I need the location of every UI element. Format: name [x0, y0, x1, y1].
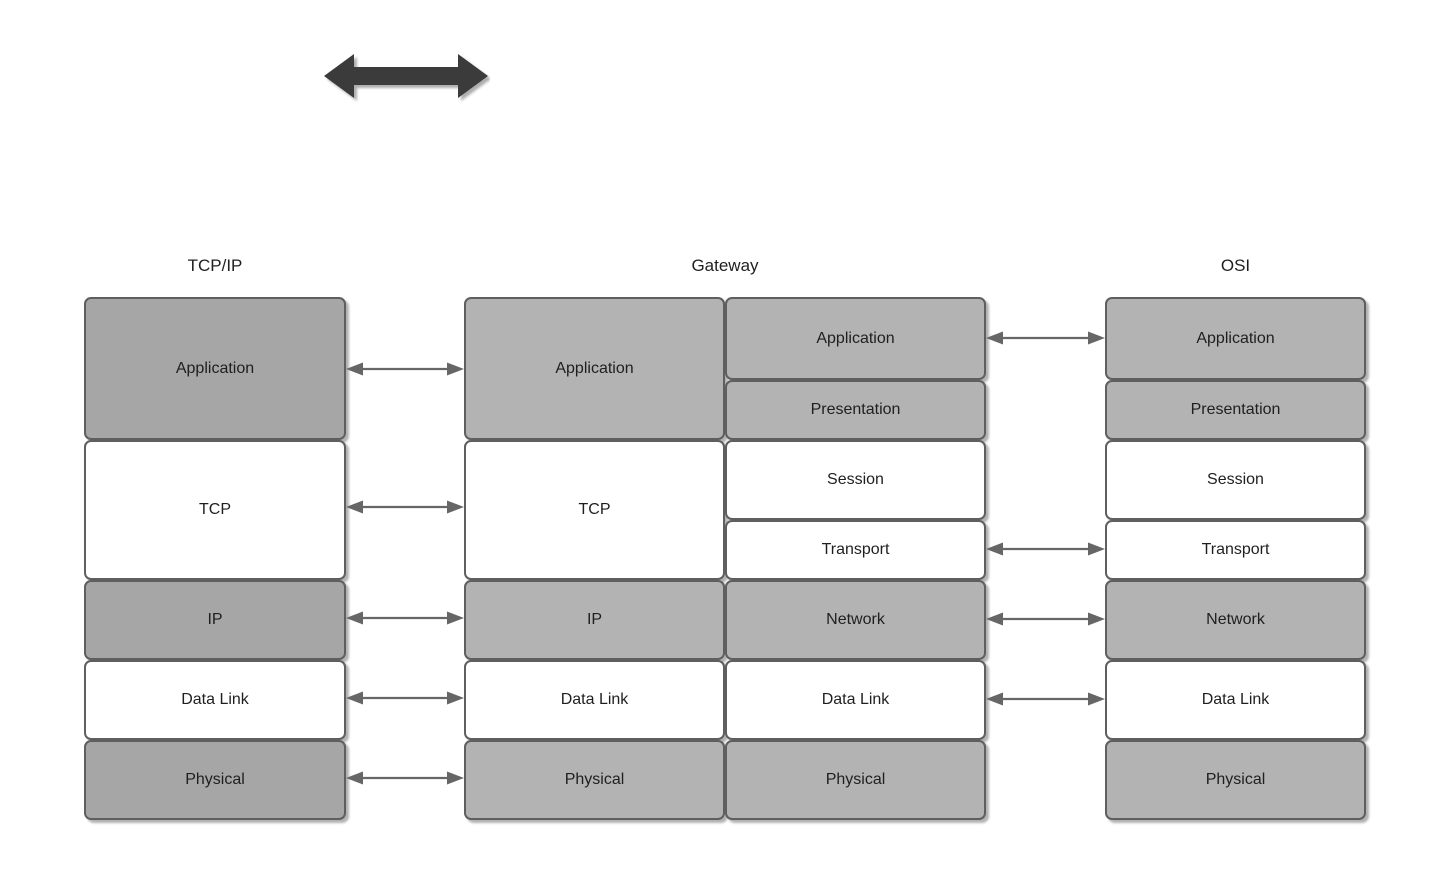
gateway-right-layer-transport[interactable]: Transport: [725, 520, 986, 580]
connector-arrow-tcpip-gateway-physical: [346, 769, 464, 787]
osi-layer-physical[interactable]: Physical: [1105, 740, 1366, 820]
osi-layer-presentation[interactable]: Presentation: [1105, 380, 1366, 440]
gateway-left-layer-application[interactable]: Application: [464, 297, 725, 440]
gateway-left-layer-tcp[interactable]: TCP: [464, 440, 725, 580]
bidirectional-arrow-icon: [322, 48, 490, 104]
osi-layer-data-link[interactable]: Data Link: [1105, 660, 1366, 740]
tcpip-layer-application[interactable]: Application: [84, 297, 346, 440]
gateway-right-layer-physical[interactable]: Physical: [725, 740, 986, 820]
column-header-osi: OSI: [1220, 256, 1251, 275]
osi-layer-transport[interactable]: Transport: [1105, 520, 1366, 580]
connector-arrow-gateway-osi-data-link: [986, 690, 1105, 708]
connector-arrow-gateway-osi-application: [986, 329, 1105, 347]
connector-arrow-tcpip-gateway-application: [346, 360, 464, 378]
gateway-right-layer-session[interactable]: Session: [725, 440, 986, 520]
connector-arrow-gateway-osi-network: [986, 610, 1105, 628]
connector-arrow-tcpip-gateway-data-link: [346, 689, 464, 707]
tcpip-layer-ip[interactable]: IP: [84, 580, 346, 660]
tcpip-layer-data-link[interactable]: Data Link: [84, 660, 346, 740]
gateway-right-layer-data-link[interactable]: Data Link: [725, 660, 986, 740]
gateway-left-layer-physical[interactable]: Physical: [464, 740, 725, 820]
gateway-left-layer-ip[interactable]: IP: [464, 580, 725, 660]
gateway-left-layer-data-link[interactable]: Data Link: [464, 660, 725, 740]
osi-layer-session[interactable]: Session: [1105, 440, 1366, 520]
connector-arrow-tcpip-gateway-tcp: [346, 498, 464, 516]
connector-arrow-tcpip-gateway-ip: [346, 609, 464, 627]
osi-layer-network[interactable]: Network: [1105, 580, 1366, 660]
tcpip-layer-physical[interactable]: Physical: [84, 740, 346, 820]
gateway-right-layer-presentation[interactable]: Presentation: [725, 380, 986, 440]
connector-arrow-gateway-osi-transport: [986, 540, 1105, 558]
tcpip-layer-tcp[interactable]: TCP: [84, 440, 346, 580]
column-header-gateway: Gateway: [691, 256, 759, 275]
column-header-tcpip: TCP/IP: [187, 256, 243, 275]
gateway-right-layer-network[interactable]: Network: [725, 580, 986, 660]
osi-layer-application[interactable]: Application: [1105, 297, 1366, 380]
gateway-right-layer-application[interactable]: Application: [725, 297, 986, 380]
